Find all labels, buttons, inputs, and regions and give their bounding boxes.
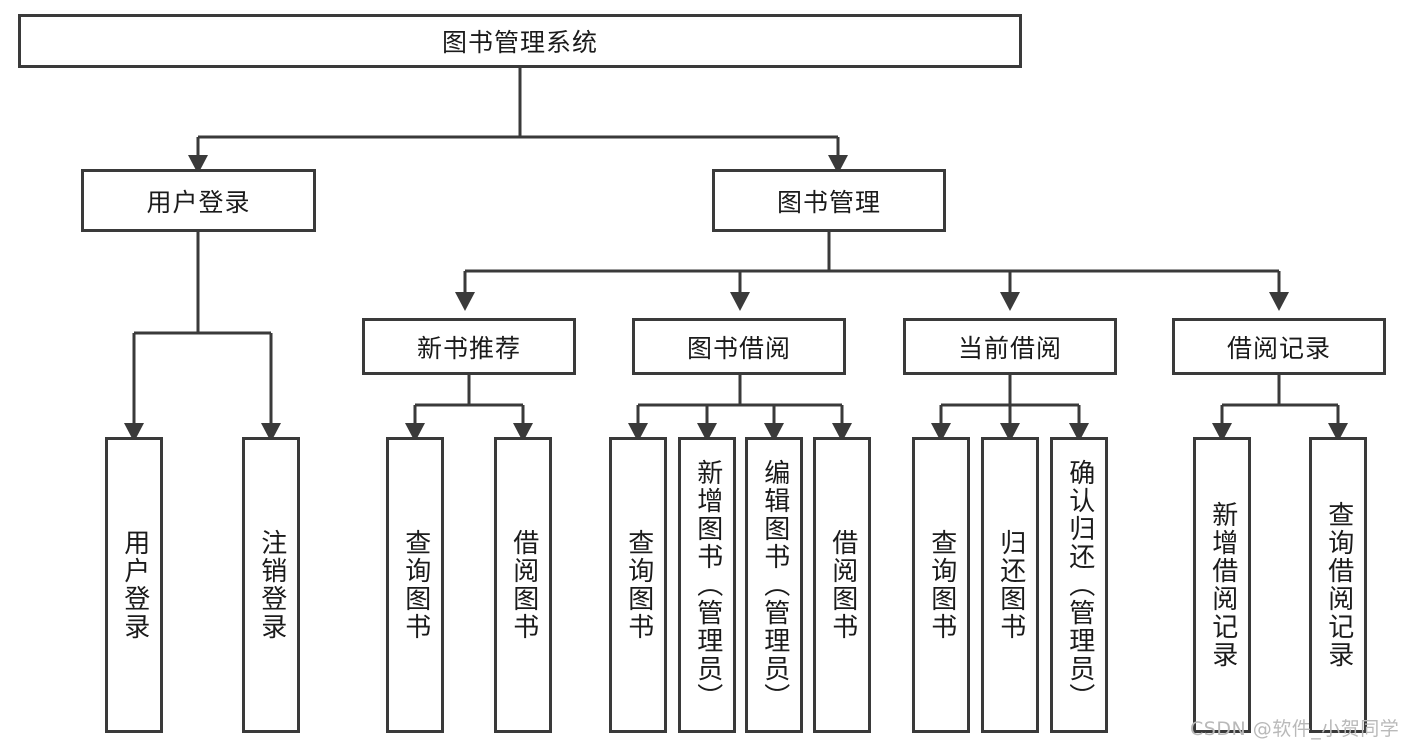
leaf-label: 查询图书	[400, 529, 431, 641]
leaf-current-borrow-confirm-return[interactable]: 确认归还（管理员）	[1050, 437, 1108, 733]
node-new-book-recommend-label: 新书推荐	[416, 333, 521, 363]
leaf-label: 注销登录	[256, 529, 287, 641]
leaf-label: 新增图书（管理员）	[692, 459, 723, 711]
node-borrow-record-label: 借阅记录	[1226, 333, 1331, 363]
node-user-login[interactable]: 用户登录	[81, 169, 316, 232]
leaf-label: 查询图书	[926, 529, 957, 641]
leaf-label: 借阅图书	[827, 529, 858, 641]
leaf-borrow-record-query-record[interactable]: 查询借阅记录	[1309, 437, 1367, 733]
leaf-user-login-login[interactable]: 用户登录	[105, 437, 163, 733]
leaf-current-borrow-return-book[interactable]: 归还图书	[981, 437, 1039, 733]
leaf-label: 查询借阅记录	[1323, 501, 1354, 669]
node-user-login-label: 用户登录	[146, 187, 251, 217]
leaf-label: 用户登录	[119, 529, 150, 641]
leaf-book-borrow-query-book[interactable]: 查询图书	[609, 437, 667, 733]
leaf-book-borrow-borrow-book[interactable]: 借阅图书	[813, 437, 871, 733]
leaf-current-borrow-query-book[interactable]: 查询图书	[912, 437, 970, 733]
leaf-label: 新增借阅记录	[1207, 501, 1238, 669]
leaf-user-login-logout[interactable]: 注销登录	[242, 437, 300, 733]
node-book-management-label: 图书管理	[776, 187, 881, 217]
node-new-book-recommend[interactable]: 新书推荐	[362, 318, 576, 375]
node-current-borrow[interactable]: 当前借阅	[903, 318, 1117, 375]
watermark: CSDN @软件_小贺同学	[1190, 718, 1400, 740]
leaf-borrow-record-add-record[interactable]: 新增借阅记录	[1193, 437, 1251, 733]
leaf-new-book-query-book[interactable]: 查询图书	[386, 437, 444, 733]
leaf-new-book-borrow-book[interactable]: 借阅图书	[494, 437, 552, 733]
leaf-label: 归还图书	[995, 529, 1026, 641]
node-root-label: 图书管理系统	[441, 28, 598, 57]
leaf-label: 确认归还（管理员）	[1064, 459, 1095, 711]
node-book-management[interactable]: 图书管理	[712, 169, 946, 232]
node-borrow-record[interactable]: 借阅记录	[1172, 318, 1386, 375]
leaf-label: 查询图书	[623, 529, 654, 641]
leaf-label: 借阅图书	[508, 529, 539, 641]
leaf-book-borrow-edit-book[interactable]: 编辑图书（管理员）	[745, 437, 803, 733]
node-book-borrow[interactable]: 图书借阅	[632, 318, 846, 375]
node-current-borrow-label: 当前借阅	[957, 333, 1062, 363]
node-book-borrow-label: 图书借阅	[686, 333, 791, 363]
leaf-book-borrow-add-book[interactable]: 新增图书（管理员）	[678, 437, 736, 733]
node-root[interactable]: 图书管理系统	[18, 14, 1022, 68]
leaf-label: 编辑图书（管理员）	[759, 459, 790, 711]
